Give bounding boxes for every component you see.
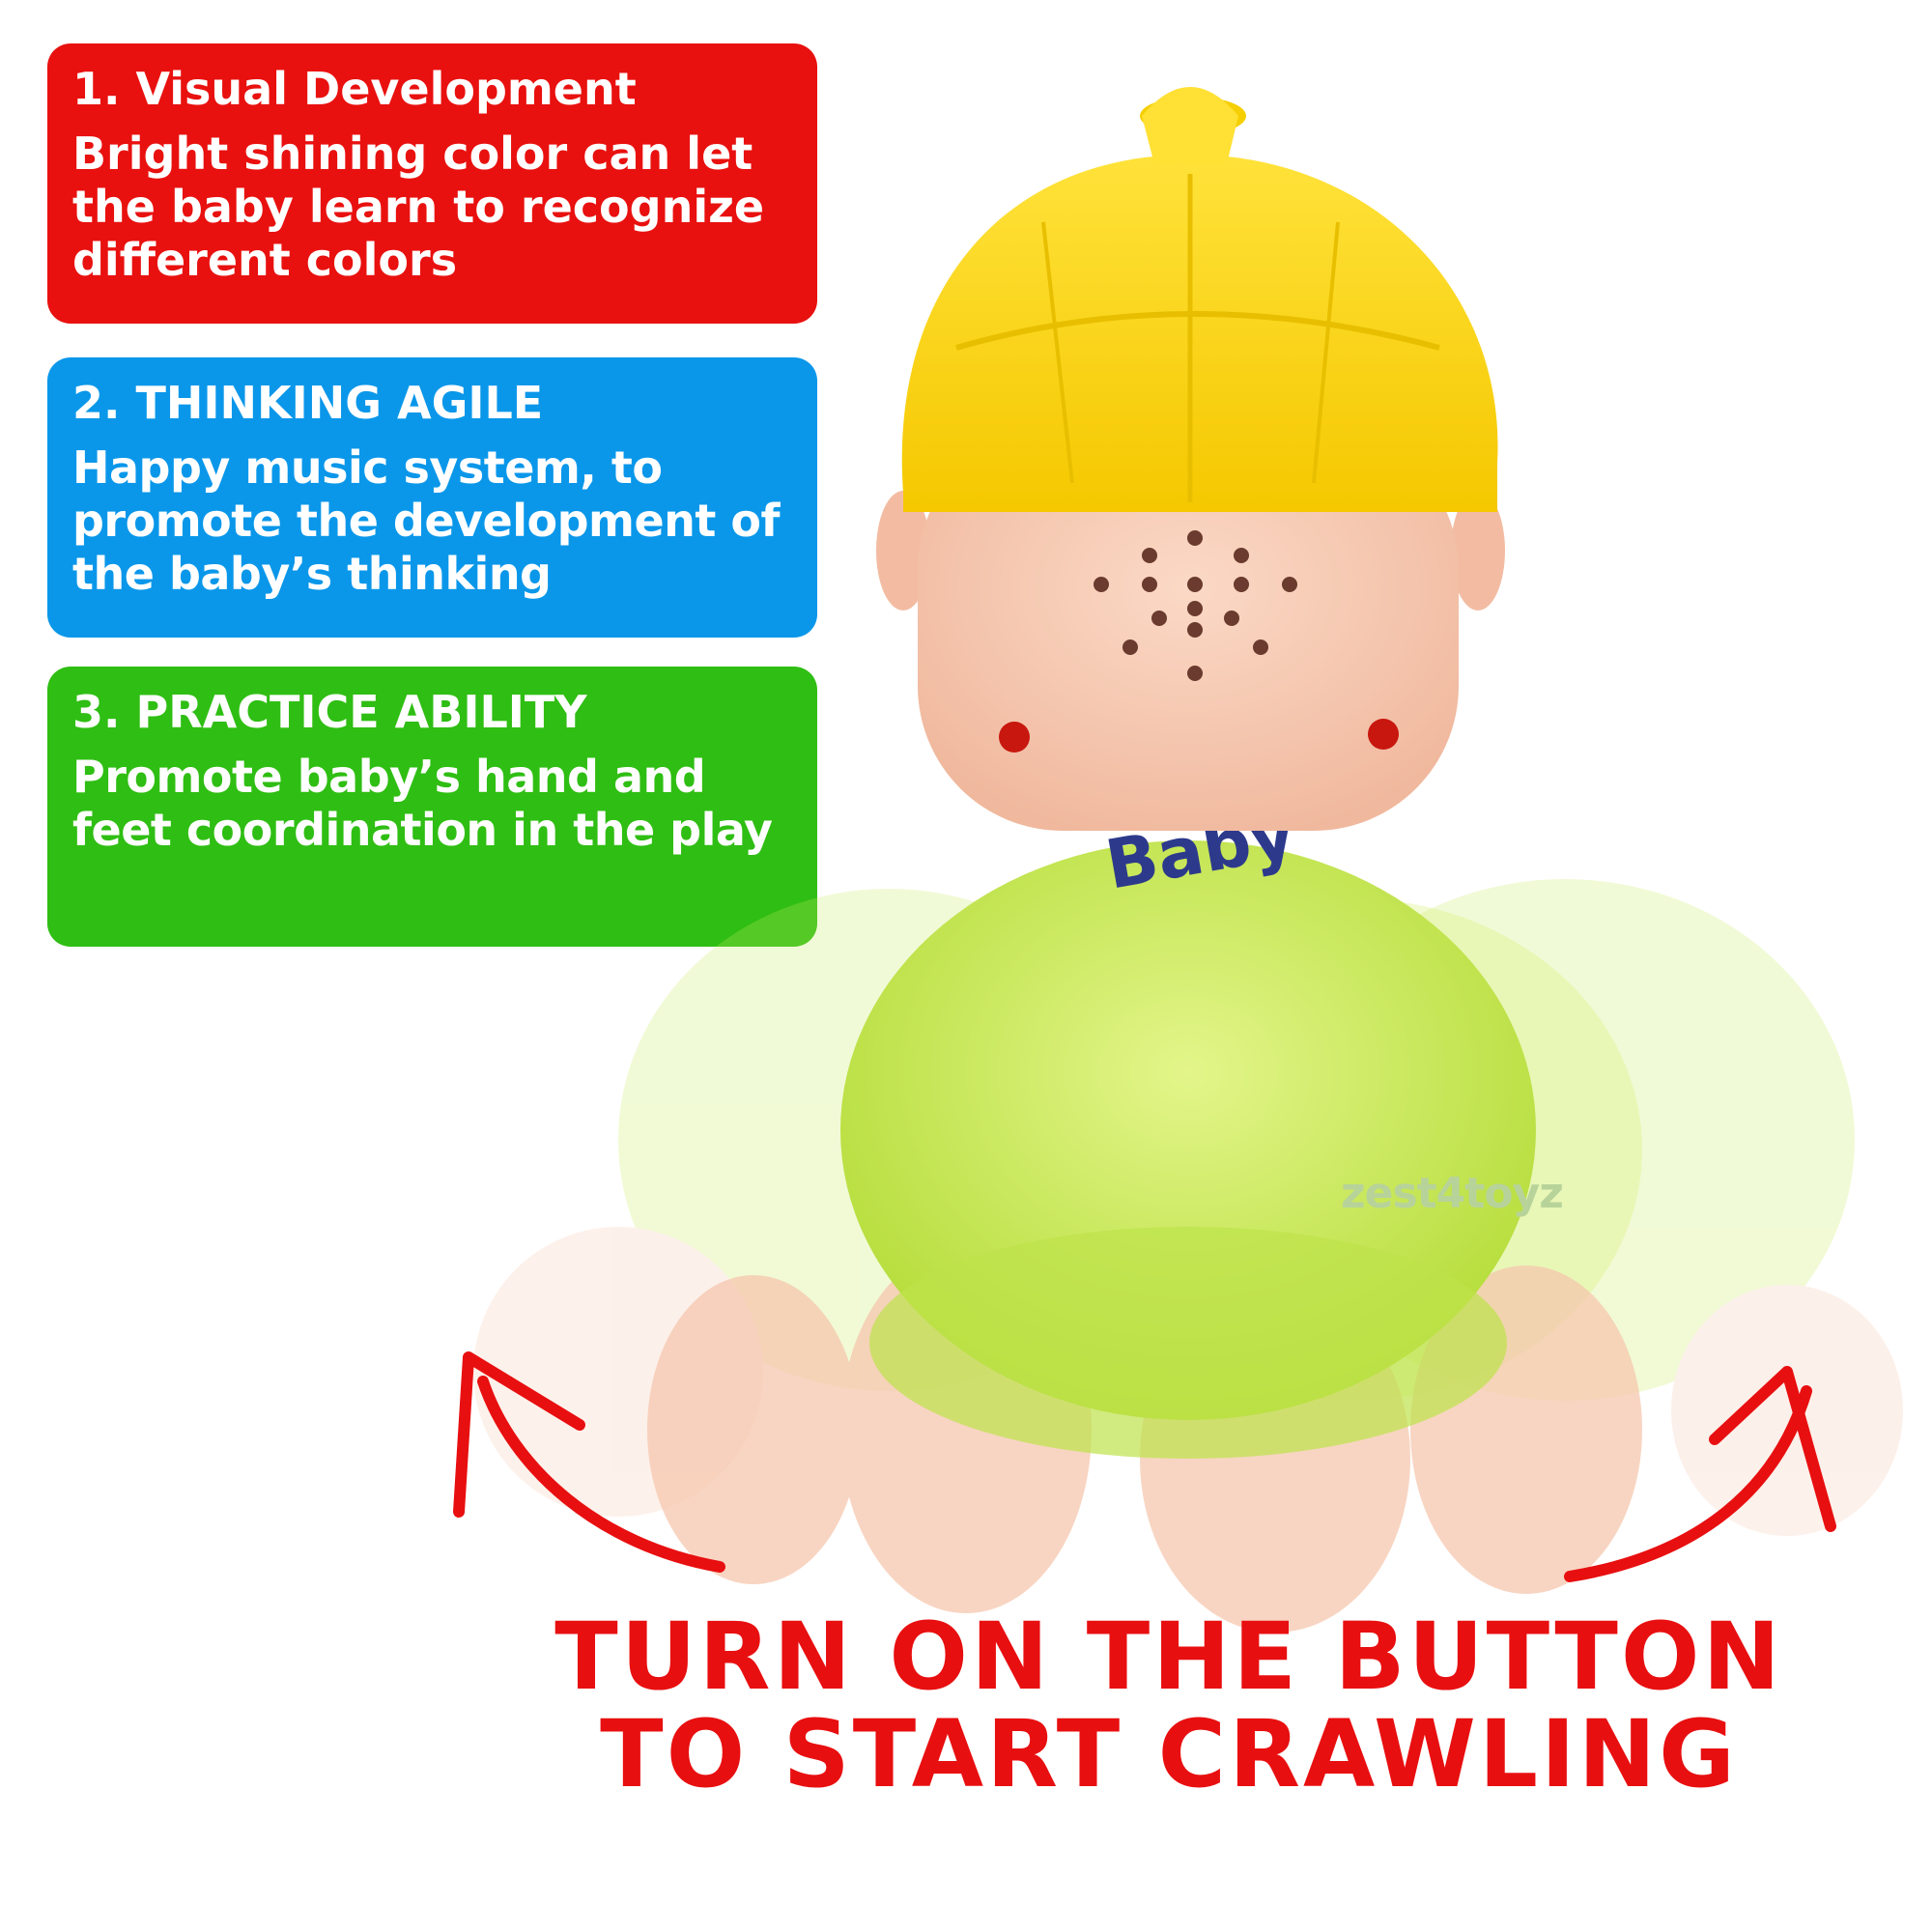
brand-watermark: zest4toyz	[1341, 1169, 1564, 1218]
left-led-light	[999, 722, 1030, 753]
left-curved-arrow-icon	[453, 1351, 725, 1573]
card-body: Promote baby’s hand and feet coordinatio…	[72, 750, 773, 856]
instruction-line-2: TO START CRAWLING	[600, 1699, 1738, 1808]
instruction-line-1: TURN ON THE BUTTON	[554, 1603, 1783, 1711]
baby-hat	[901, 87, 1498, 512]
card-title: 2. THINKING AGILE	[72, 377, 544, 429]
card-title: 1. Visual Development	[72, 63, 637, 115]
feature-card-thinking-agile: 2. THINKING AGILE Happy music system, to…	[47, 357, 817, 638]
speaker-grille	[1094, 530, 1297, 681]
right-led-light	[1368, 719, 1399, 750]
card-title: 3. PRACTICE ABILITY	[72, 686, 587, 738]
baby-head	[876, 425, 1505, 831]
card-body: Bright shining color can let the baby le…	[72, 127, 765, 286]
feature-card-practice-ability: 3. PRACTICE ABILITY Promote baby’s hand …	[47, 667, 817, 947]
right-curved-arrow-icon	[1564, 1366, 1836, 1582]
feature-card-visual-development: 1. Visual Development Bright shining col…	[47, 43, 817, 324]
crawling-instruction-text: TURN ON THE BUTTON TO START CRAWLING	[541, 1608, 1797, 1804]
card-body: Happy music system, to promote the devel…	[72, 440, 781, 600]
